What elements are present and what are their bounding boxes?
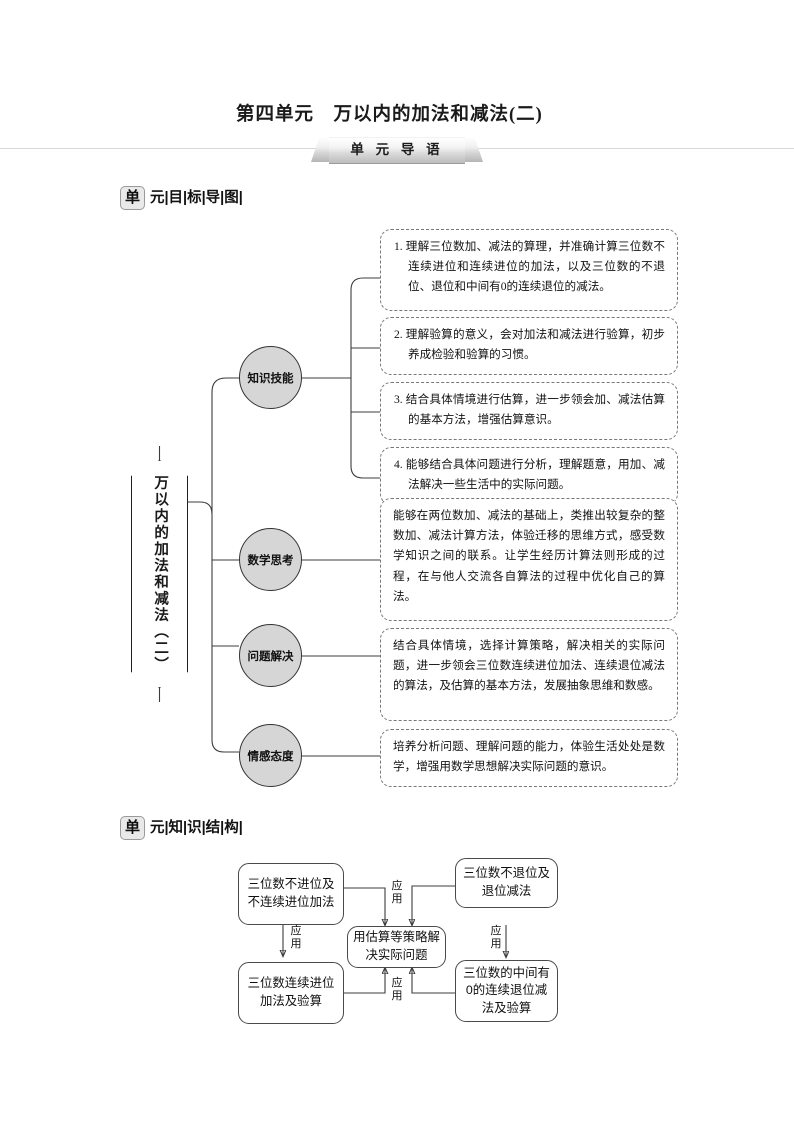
flow-label-left-down: 应用 [290,925,302,950]
branch-label: 情感态度 [247,750,294,763]
flow-label-right-down: 应用 [490,925,502,950]
branch-label: 问题解决 [247,650,294,663]
objective-box-affective-attitude: 培养分析问题、理解问题的能力，体验生活处处是数学，增强用数学思想解决实际问题的意… [380,729,678,787]
mindmap-branch-knowledge-skill: 知识技能 [239,346,302,409]
mindmap-branch-math-thinking: 数学思考 [239,528,302,591]
objective-box-math-thinking: 能够在两位数加、减法的基础上，类推出较复杂的整数加、减法计算方法，体验迁移的思维… [380,498,678,621]
flow-node-bottom-left: 三位数连续进位加法及验算 [238,962,344,1024]
objective-box-1: 1. 理解三位数加、减法的算理，并准确计算三位数不连续进位和连续进位的加法，以及… [380,229,678,311]
objective-box-4: 4. 能够结合具体问题进行分析，理解题意，用加、减法解决一些生活中的实际问题。 [380,447,678,505]
flow-node-top-left: 三位数不进位及不连续进位加法 [238,863,344,925]
objective-box-problem-solving: 结合具体情境，选择计算策略，解决相关的实际问题，进一步领会三位数连续进位加法、连… [380,628,678,721]
mindmap-branch-affective-attitude: 情感态度 [239,724,302,787]
unit-guide-banner: 单 元 导 语 [311,137,483,164]
branch-label: 数学思考 [247,554,294,567]
flow-node-center: 用估算等策略解决实际问题 [347,926,446,968]
flow-label-left-to-center: 应用 [391,880,403,905]
flow-node-bottom-right: 三位数的中间有0的连续退位减法及验算 [455,960,558,1022]
mindmap-branch-problem-solving: 问题解决 [239,624,302,687]
flow-node-top-right: 三位数不退位及退位减法 [455,858,558,908]
mindmap-root-shape [131,460,188,688]
mindmap-root-label: 万以内的加法和减法（二） [152,475,169,673]
objective-box-3: 3. 结合具体情境进行估算，进一步领会加、减法估算的基本方法，增强估算意识。 [380,382,678,440]
banner-plate [329,137,465,164]
branch-label: 知识技能 [247,372,294,385]
banner-label: 单 元 导 语 [350,142,444,157]
flow-label-bottom-left-to-center: 应用 [391,977,403,1002]
section-badge: 单 [120,186,145,210]
section-label: 元|目|标|导|图| [150,190,243,206]
page-title: 第四单元 万以内的加法和减法(二) [236,105,543,125]
section-badge: 单 [120,816,145,840]
section-label: 元|知|识|结|构| [150,820,243,836]
objective-box-2: 2. 理解验算的意义，会对加法和减法进行验算，初步养成检验和验算的习惯。 [380,317,678,375]
